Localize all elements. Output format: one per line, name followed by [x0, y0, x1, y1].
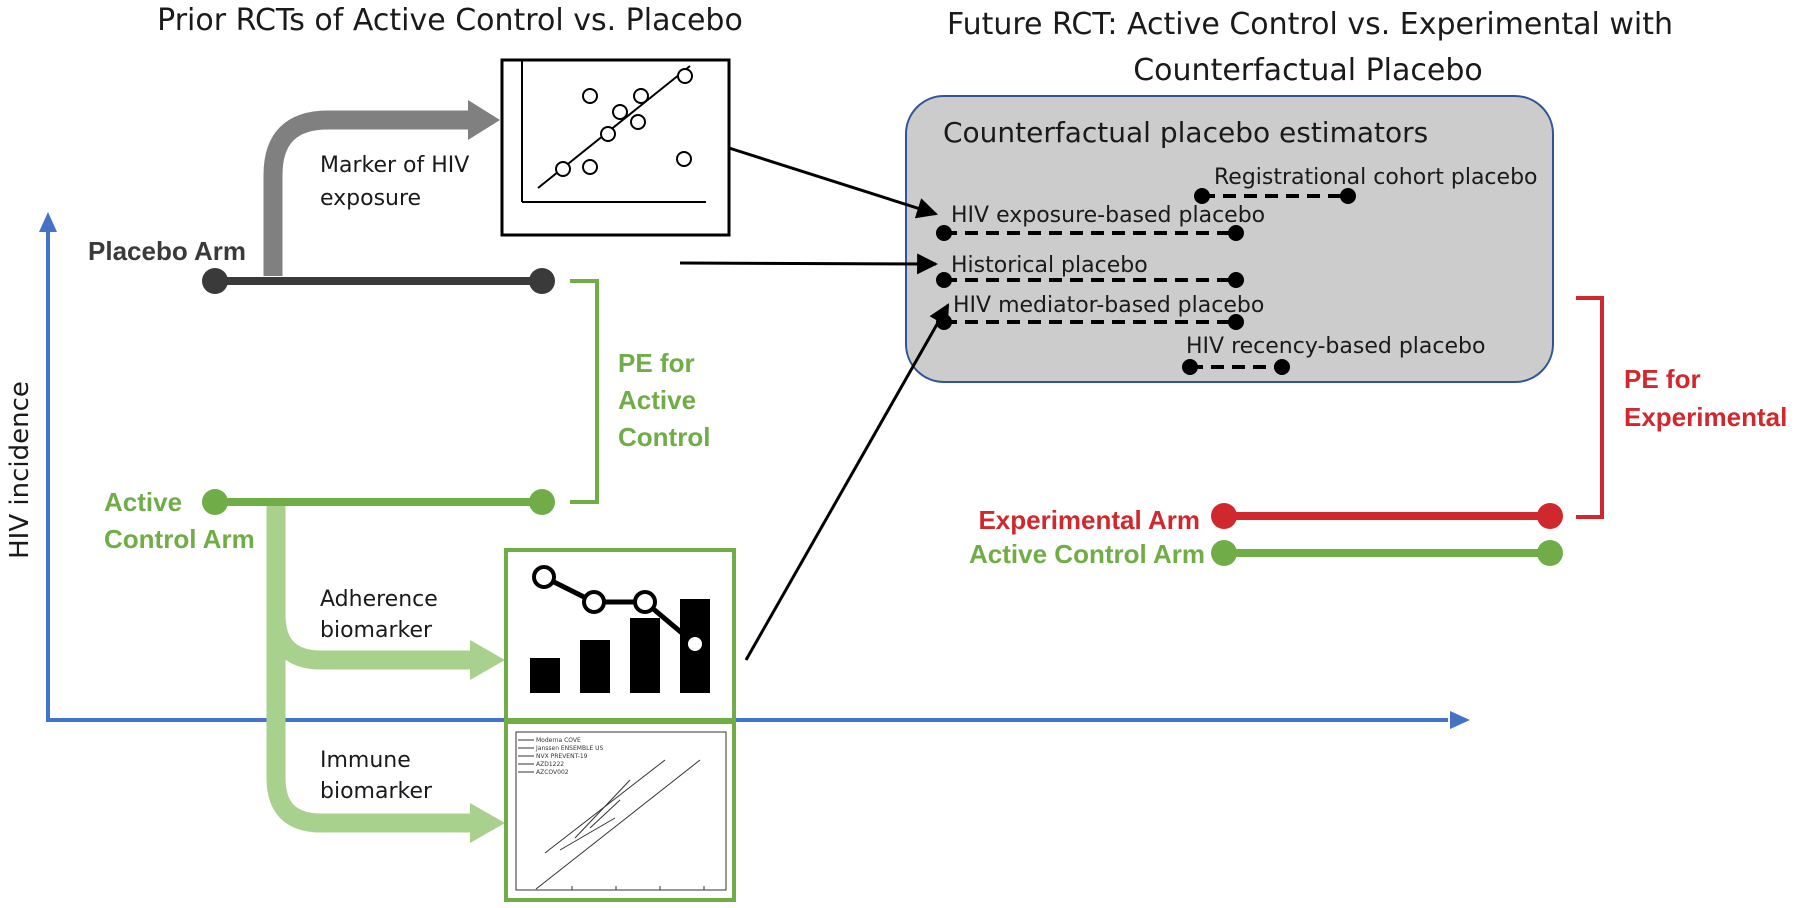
- adherence-point: [582, 590, 606, 614]
- estimators-box: Counterfactual placebo estimators Regist…: [905, 95, 1554, 383]
- scatter-point: [676, 151, 692, 167]
- right-title-line1: Future RCT: Active Control vs. Experimen…: [947, 7, 1673, 42]
- adherence-point: [686, 635, 704, 653]
- x-axis-arrowhead: [1450, 711, 1470, 729]
- pe-experimental-line1: PE for: [1624, 364, 1701, 394]
- estimator-historical: Historical placebo: [936, 253, 1244, 288]
- active-control-arm-line: [202, 489, 555, 515]
- scatter-point: [677, 68, 693, 84]
- scatter-point: [555, 161, 571, 177]
- immune-legend-entry: Moderna COVE: [536, 737, 581, 744]
- adherence-bar: [630, 618, 660, 693]
- arrow-scatter-to-exposure: [728, 146, 939, 219]
- immune-label-line2: biomarker: [320, 779, 433, 804]
- immune-legend-entry: AZCOV002: [536, 769, 569, 776]
- pe-experimental-bracket: [1576, 296, 1604, 519]
- experimental-arm-label: Experimental Arm: [978, 505, 1200, 535]
- scatter-point: [630, 114, 646, 130]
- immune-label-line1: Immune: [320, 748, 411, 773]
- estimator-label: HIV exposure-based placebo: [951, 203, 1265, 228]
- adherence-bar: [530, 658, 560, 693]
- active-control-arm-label-line1: Active: [104, 487, 182, 517]
- immune-chart-panel: Moderna COVE Janssen ENSEMBLE US NVX PRE…: [504, 720, 736, 902]
- estimator-label: HIV mediator-based placebo: [953, 293, 1264, 318]
- right-active-control-arm-label: Active Control Arm: [969, 539, 1205, 569]
- right-title-line2: Counterfactual Placebo: [1133, 53, 1483, 88]
- adherence-bar: [580, 640, 610, 693]
- scatter-plot-panel: [500, 58, 731, 237]
- adherence-chart-panel: [504, 548, 736, 722]
- marker-exposure-arrow: [263, 100, 500, 276]
- experimental-arm-line: [1211, 503, 1563, 529]
- immune-legend-entry: NVX PREVENT-19: [536, 753, 588, 760]
- scatter-point: [582, 88, 598, 104]
- marker-label-line2: exposure: [320, 186, 421, 211]
- adherence-point: [633, 590, 657, 614]
- scatter-point: [582, 159, 598, 175]
- adherence-label-line2: biomarker: [320, 618, 433, 643]
- pe-experimental-line2: Experimental: [1624, 402, 1787, 432]
- arrow-adherence-to-mediator: [744, 303, 950, 661]
- scatter-point: [600, 126, 616, 142]
- immune-legend-entry: Janssen ENSEMBLE US: [535, 745, 604, 752]
- pe-active-line3: Control: [618, 422, 710, 452]
- scatter-point: [633, 88, 649, 104]
- pe-active-line1: PE for: [618, 348, 695, 378]
- right-active-control-arm-line: [1211, 540, 1563, 566]
- adherence-point: [532, 565, 556, 589]
- biomarker-arrows: [266, 505, 505, 843]
- placebo-arm-line: [202, 268, 555, 294]
- immune-legend-entry: AZD1222: [536, 761, 564, 768]
- estimator-label: Historical placebo: [951, 253, 1148, 278]
- y-axis-label: HIV incidence: [5, 381, 35, 559]
- pe-active-bracket: [570, 279, 599, 504]
- adherence-label-line1: Adherence: [320, 587, 438, 612]
- pe-active-line2: Active: [618, 385, 696, 415]
- active-control-arm-label-line2: Control Arm: [104, 524, 255, 554]
- estimator-registrational-cohort: Registrational cohort placebo: [1194, 165, 1538, 204]
- estimator-hiv-recency-based: HIV recency-based placebo: [1182, 334, 1485, 375]
- scatter-point: [612, 104, 628, 120]
- y-axis-arrowhead: [39, 212, 57, 232]
- estimator-label: HIV recency-based placebo: [1186, 334, 1485, 359]
- placebo-arm-label: Placebo Arm: [88, 236, 246, 266]
- estimator-hiv-exposure-based: HIV exposure-based placebo: [936, 203, 1265, 241]
- arrow-placebo-to-historical: [679, 253, 939, 275]
- left-title: Prior RCTs of Active Control vs. Placebo: [157, 3, 743, 38]
- estimator-label: Registrational cohort placebo: [1214, 165, 1538, 190]
- marker-label-line1: Marker of HIV: [320, 153, 469, 178]
- estimators-box-title: Counterfactual placebo estimators: [943, 116, 1428, 149]
